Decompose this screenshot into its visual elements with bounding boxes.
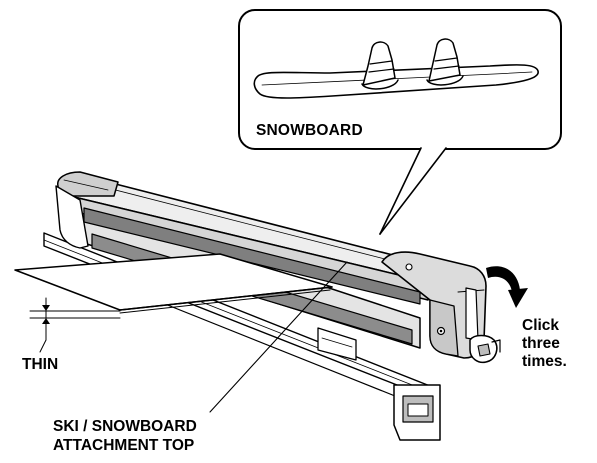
click-instruction-line3: times.: [522, 353, 567, 370]
thin-dimension: [29, 297, 121, 353]
attachment-leader: [209, 261, 348, 413]
inserted-board: [14, 253, 333, 314]
click-instruction: Click three times.: [522, 317, 567, 371]
attachment-top-label-line2: ATTACHMENT TOP: [53, 437, 195, 454]
click-instruction-line2: three: [522, 335, 560, 352]
key-lock-icon: [469, 334, 501, 364]
attachment-top-label-line1: SKI / SNOWBOARD: [53, 418, 197, 435]
callout-pointer: [379, 147, 447, 235]
thin-label: THIN: [22, 356, 59, 373]
snowboard-label: SNOWBOARD: [256, 122, 363, 139]
attachment-top-label: SKI / SNOWBOARD ATTACHMENT TOP: [53, 417, 197, 455]
upper-lid: [55, 171, 440, 305]
end-housing: [381, 251, 487, 359]
snowboard-drawing: [253, 38, 539, 99]
curved-arrow-icon: [486, 266, 528, 308]
click-instruction-line1: Click: [522, 317, 560, 334]
